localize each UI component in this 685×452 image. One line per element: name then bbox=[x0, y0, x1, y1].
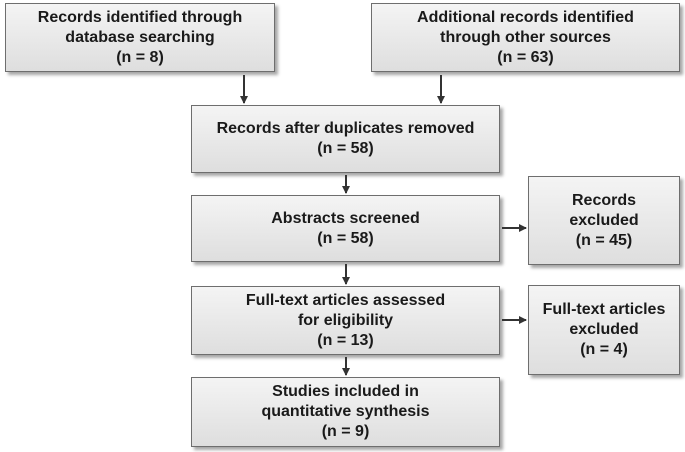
box-line: (n = 58) bbox=[317, 229, 374, 247]
box-line: Abstracts screened bbox=[271, 209, 420, 227]
box-studies-included: Studies included in quantitative synthes… bbox=[191, 377, 500, 447]
box-line: (n = 58) bbox=[317, 140, 374, 157]
box-line: Records identified through bbox=[37, 8, 243, 26]
box-line: Studies included in bbox=[272, 383, 419, 400]
box-duplicates-removed: Records after duplicates removed (n = 58… bbox=[191, 105, 500, 173]
box-line: (n = 8) bbox=[116, 48, 164, 66]
box-line: quantitative synthesis bbox=[261, 403, 430, 420]
box-line: (n = 45) bbox=[575, 231, 633, 249]
box-line: (n = 4) bbox=[580, 341, 628, 358]
box-line: database searching bbox=[65, 28, 215, 46]
box-line: for eligibility bbox=[297, 311, 394, 329]
box-additional-records: Additional records identified through ot… bbox=[371, 3, 680, 72]
box-line: excluded bbox=[569, 321, 639, 338]
box-line: Full-text articles bbox=[542, 301, 666, 318]
box-records-excluded: Records excluded (n = 45) bbox=[528, 176, 680, 265]
box-line: (n = 9) bbox=[321, 423, 370, 440]
box-line: Records after duplicates removed bbox=[216, 120, 475, 137]
box-fulltext-assessed: Full-text articles assessed for eligibil… bbox=[191, 286, 500, 355]
box-records-database-searching: Records identified through database sear… bbox=[5, 3, 275, 72]
box-line: through other sources bbox=[440, 28, 611, 46]
box-line: Full-text articles assessed bbox=[245, 291, 446, 309]
box-fulltext-excluded: Full-text articles excluded (n = 4) bbox=[528, 285, 680, 375]
box-line: (n = 13) bbox=[317, 331, 374, 349]
box-abstracts-screened: Abstracts screened (n = 58) bbox=[191, 195, 500, 262]
box-line: Additional records identified bbox=[417, 8, 634, 26]
box-line: (n = 63) bbox=[497, 48, 554, 66]
box-line: excluded bbox=[569, 211, 639, 229]
box-line: Records bbox=[571, 191, 637, 209]
